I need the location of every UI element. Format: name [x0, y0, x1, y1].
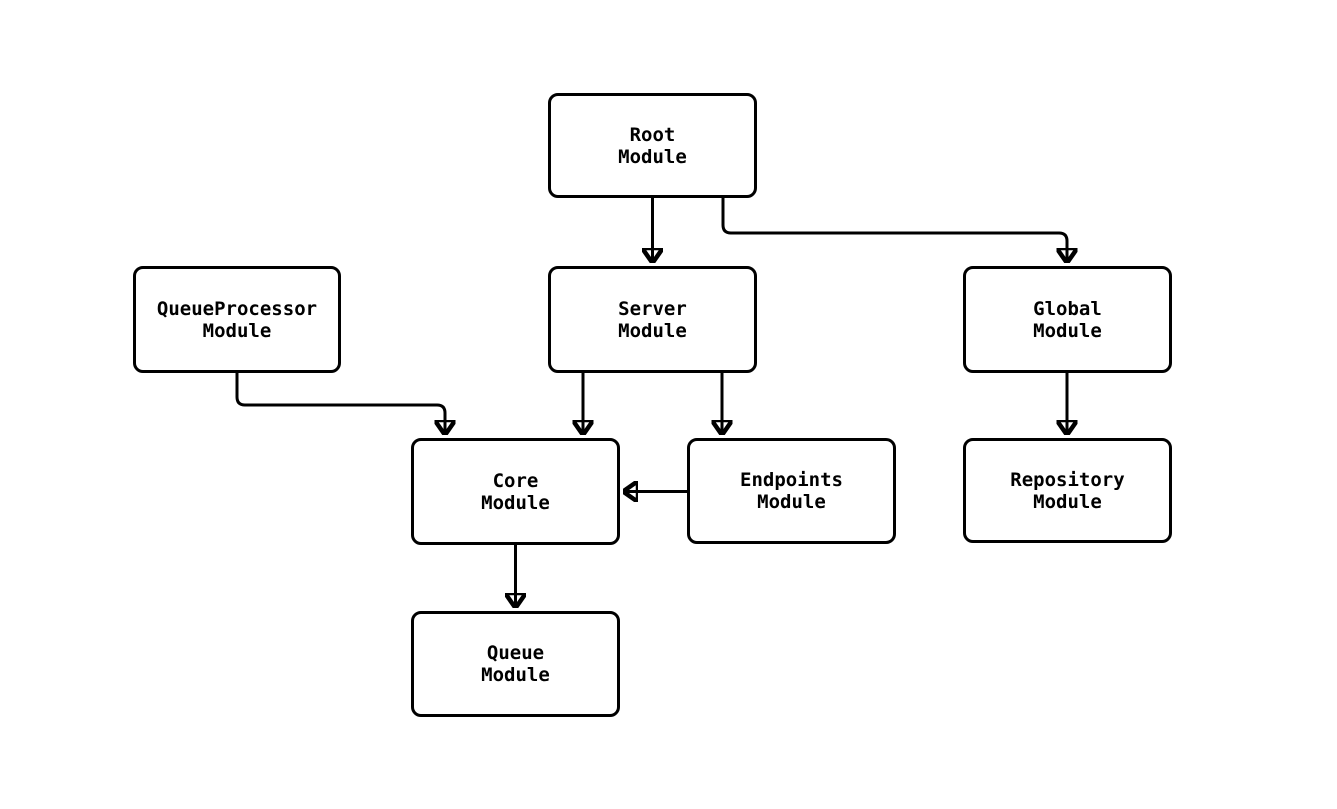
node-root-module-label-line1: Root	[629, 123, 676, 146]
edge-root-to-global-arrow	[721, 198, 1067, 263]
node-queueprocessor-module-label-line1: QueueProcessor	[156, 297, 318, 320]
node-queueprocessor-module-label-line2: Module	[202, 319, 272, 342]
node-endpoints-module-label-line1: Endpoints	[740, 469, 843, 491]
node-queue-module-label-line1: Queue	[486, 642, 545, 664]
node-queue-module: Queue Module	[411, 611, 620, 717]
node-server-module-label-line1: Server	[618, 297, 687, 320]
node-repository-module-label-line2: Module	[1033, 490, 1102, 513]
node-queueprocessor-module: QueueProcessor Module	[133, 266, 341, 373]
node-core-module-label-line2: Module	[481, 491, 550, 514]
node-global-module-label-line1: Global	[1033, 297, 1102, 320]
node-server-module-label-line2: Module	[618, 319, 687, 342]
node-core-module-label-line1: Core	[492, 469, 539, 492]
node-global-module-label-line2: Module	[1033, 319, 1102, 342]
node-core-module: Core Module	[411, 438, 620, 545]
node-root-module-label-line2: Module	[618, 145, 687, 168]
edge-queueprocessor-to-core-arrow	[235, 371, 445, 435]
node-repository-module-label-line1: Repository	[1010, 468, 1125, 491]
node-repository-module: Repository Module	[963, 438, 1172, 543]
node-endpoints-module: Endpoints Module	[687, 438, 896, 544]
node-server-module: Server Module	[548, 266, 757, 373]
node-global-module: Global Module	[963, 266, 1172, 373]
node-endpoints-module-label-line2: Module	[757, 491, 826, 513]
node-queue-module-label-line2: Module	[481, 664, 550, 686]
node-root-module: Root Module	[548, 93, 757, 198]
